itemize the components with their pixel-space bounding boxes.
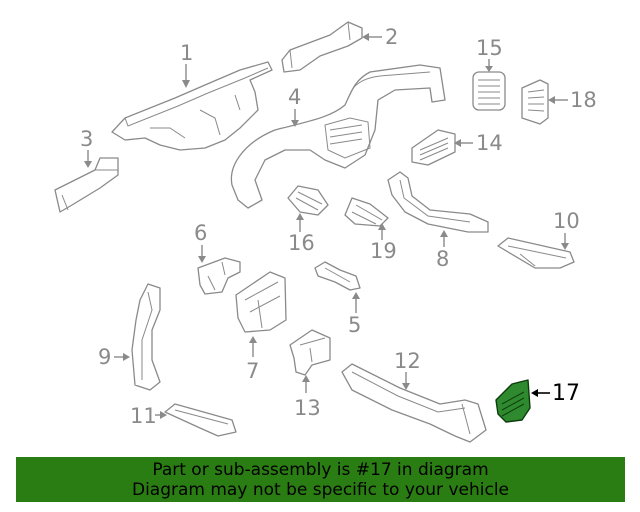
leader-10-arrowhead: [561, 243, 569, 250]
callout-17: 17: [552, 381, 580, 406]
leader-3-arrowhead: [84, 161, 92, 168]
part-6-bracket: [197, 257, 241, 295]
callout-11: 11: [130, 404, 157, 428]
callout-2: 2: [385, 25, 398, 49]
callout-14: 14: [476, 131, 503, 155]
part-7-duct: [235, 271, 287, 333]
part-9-duct: [131, 283, 161, 391]
leader-19-arrowhead: [378, 223, 386, 230]
leader-11-arrowhead: [160, 411, 167, 419]
leader-8-arrowhead: [440, 230, 448, 237]
leader-7-arrowhead: [249, 336, 257, 343]
leader-15-arrowhead: [485, 66, 493, 72]
callout-5: 5: [348, 313, 361, 337]
leader-4-arrowhead: [291, 120, 299, 127]
callout-8: 8: [436, 247, 449, 271]
part-18-vent: [521, 79, 549, 125]
banner-line-1: Part or sub-assembly is #17 in diagram: [152, 460, 489, 480]
part-14-vent: [411, 129, 456, 166]
leader-1-arrowhead: [182, 80, 190, 88]
callout-15: 15: [476, 36, 503, 60]
parts-diagram: 1 2 3 4 15 18 14: [54, 21, 597, 443]
callout-18: 18: [570, 88, 597, 112]
part-10-duct: [497, 237, 575, 269]
callout-1: 1: [180, 41, 193, 65]
info-banner: Part or sub-assembly is #17 in diagram D…: [16, 457, 625, 502]
part-8-duct: [387, 171, 489, 233]
leader-2-arrowhead: [362, 33, 369, 41]
leader-12-arrowhead: [402, 383, 410, 390]
part-3-duct: [54, 157, 119, 213]
callout-3: 3: [80, 127, 93, 151]
callout-16: 16: [288, 231, 315, 255]
part-16-vent: [287, 185, 329, 216]
leader-6-arrowhead: [198, 256, 206, 263]
callout-12: 12: [394, 349, 421, 373]
leader-9-arrowhead: [123, 353, 130, 361]
banner-line-2: Diagram may not be specific to your vehi…: [131, 480, 509, 500]
callout-13: 13: [294, 396, 321, 420]
leader-13-arrowhead: [302, 375, 310, 382]
part-5-duct: [314, 261, 361, 291]
part-12-floor-duct: [341, 363, 487, 443]
part-4-center-duct: [230, 64, 446, 209]
leader-18-arrowhead: [548, 96, 555, 104]
callout-10: 10: [553, 209, 580, 233]
callout-7: 7: [246, 359, 259, 383]
part-2-duct: [281, 21, 363, 73]
leader-16-arrowhead: [296, 213, 304, 220]
leader-17-arrowhead: [531, 389, 538, 397]
part-11-duct: [164, 403, 237, 437]
leader-5-arrowhead: [352, 292, 360, 299]
leader-14-arrowhead: [454, 139, 461, 147]
part-19-vent: [344, 197, 389, 227]
part-17-highlighted-vent: [495, 379, 531, 423]
callout-6: 6: [194, 221, 207, 245]
part-1-dash-duct: [111, 61, 273, 151]
callout-19: 19: [370, 239, 397, 263]
part-13-duct: [289, 329, 331, 376]
callout-4: 4: [288, 85, 301, 109]
callout-9: 9: [98, 345, 111, 369]
part-15-vent: [472, 71, 506, 111]
